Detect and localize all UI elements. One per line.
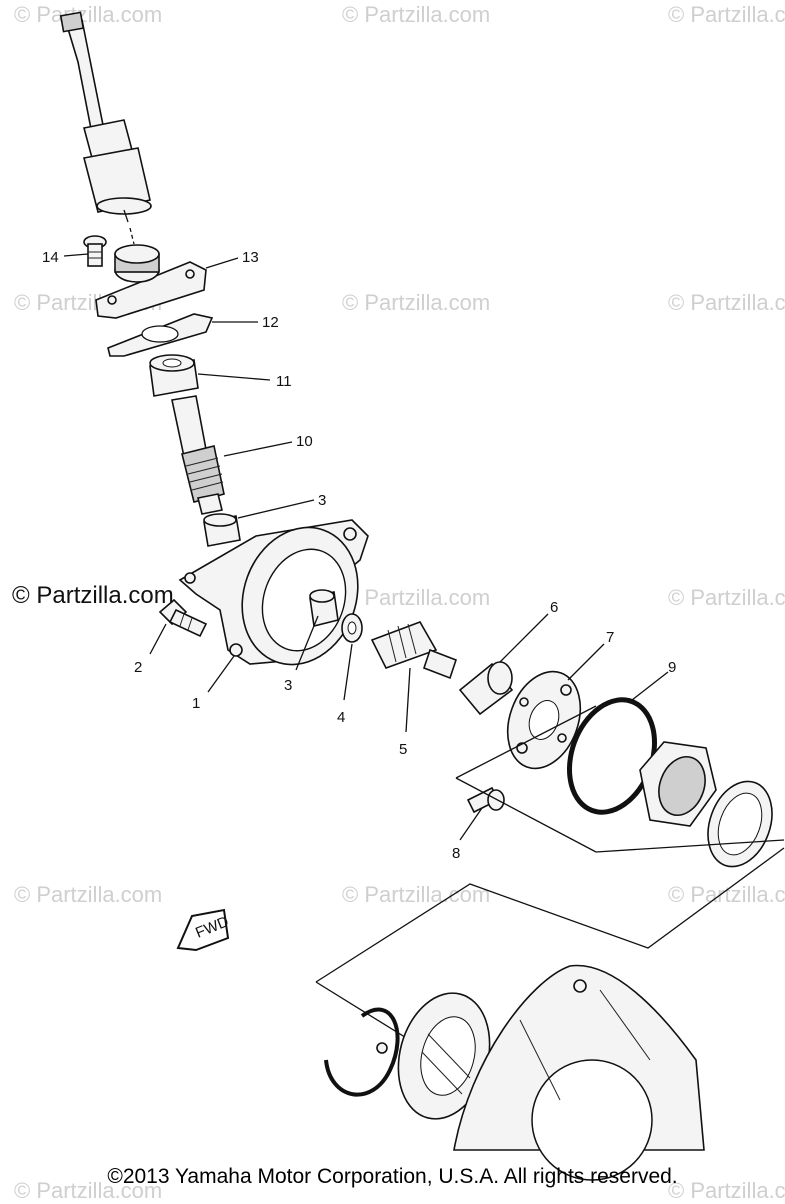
gear-housing-13: [95, 244, 207, 319]
callout-3-lower: 3: [284, 677, 292, 694]
copyright-notice: ©2013 Yamaha Motor Corporation, U.S.A. A…: [107, 1165, 678, 1188]
plate-7: [506, 670, 582, 770]
callout-12: 12: [262, 314, 279, 331]
watermark: © Partzilla.com: [668, 882, 785, 907]
fwd-arrow: FWD: [176, 908, 231, 952]
watermark: © Partzilla.com: [668, 1178, 785, 1203]
callout-13: 13: [242, 249, 259, 266]
callout-7: 7: [606, 629, 614, 646]
callout-10: 10: [296, 433, 313, 450]
watermark: © Partzilla.com: [14, 1178, 163, 1203]
callout-4: 4: [337, 709, 345, 726]
callout-11: 11: [276, 373, 292, 390]
washer-4: [341, 613, 363, 643]
callout-3-upper: 3: [318, 492, 326, 509]
callout-6: 6: [550, 599, 558, 616]
bushing-3-upper: [203, 513, 241, 547]
circlip: [324, 1007, 400, 1097]
side-watermark: © Partzilla.com: [12, 582, 174, 609]
screw-8: [466, 786, 505, 814]
watermark: © Partzilla.com: [342, 2, 491, 27]
callout-5: 5: [399, 741, 407, 758]
callout-9: 9: [668, 659, 676, 676]
gasket-12: [107, 313, 214, 357]
watermark: © Partzilla.com: [14, 2, 163, 27]
gear-housing-1: [178, 519, 369, 666]
watermark: © Partzilla.com: [668, 2, 785, 27]
driven-gear-5: [370, 621, 458, 680]
watermark: © Partzilla.com: [668, 585, 785, 610]
bushing-11: [149, 354, 199, 397]
crankcase-cover: [453, 964, 705, 1181]
bushing-3-lower: [309, 589, 339, 627]
bolt-2: [158, 598, 208, 638]
speedometer-cable: [59, 11, 152, 245]
nut: [639, 741, 717, 827]
callout-14: 14: [42, 249, 59, 266]
washer-right: [707, 780, 773, 868]
watermark: © Partzilla.com: [342, 585, 491, 610]
bolt-14: [83, 235, 107, 267]
watermark: © Partzilla.com: [14, 882, 163, 907]
watermark: © Partzilla.com: [342, 290, 491, 315]
bearing: [397, 992, 491, 1120]
bushing-6: [458, 661, 514, 716]
callout-2: 2: [134, 659, 142, 676]
watermark: © Partzilla.com: [668, 290, 785, 315]
callout-1: 1: [192, 695, 200, 712]
callout-8: 8: [452, 845, 460, 862]
drive-gear-10: [171, 395, 225, 515]
